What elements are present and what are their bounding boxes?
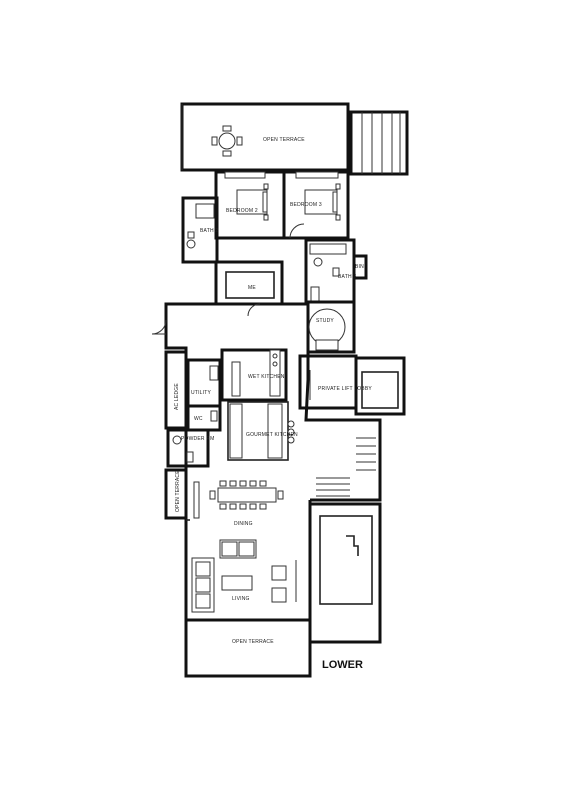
open-terrace-side-area: OPEN TERRACE — [164, 468, 188, 520]
wc-area: WC — [186, 404, 222, 432]
bath3-area: BATH 3 — [304, 238, 356, 304]
room-label-bedroom2: BEDROOM 2 — [226, 208, 258, 214]
room-label-wet-kitchen: WET KITCHEN — [248, 374, 285, 380]
living-area: LIVING — [191, 539, 297, 613]
bedroom-block: BEDROOM 2 BEDROOM 3 — [214, 170, 350, 240]
ac-ledge-area: AC LEDGE — [164, 350, 188, 430]
utility-area: UTILITY — [186, 358, 222, 408]
room-label-living: LIVING — [232, 596, 250, 602]
room-label-ac-ledge: AC LEDGE — [174, 383, 180, 410]
room-label-open-terrace-top: OPEN TERRACE — [263, 137, 305, 143]
room-label-open-terrace-side: OPEN TERRACE — [175, 470, 181, 512]
powder-room-area: POWDER RM — [166, 428, 214, 468]
room-label-bin: BIN — [355, 264, 364, 270]
open-terrace-bottom-area: OPEN TERRACE — [184, 618, 312, 678]
open-terrace-top-area: OPEN TERRACE — [180, 102, 350, 172]
me-room: ME — [214, 260, 284, 306]
outer-walls — [164, 262, 330, 678]
dining-area: DINING — [193, 480, 284, 527]
room-label-bath3: BATH 3 — [338, 274, 356, 280]
study-area: STUDY — [306, 300, 356, 354]
room-label-private-lift-lobby: PRIVATE LIFT LOBBY — [318, 386, 372, 392]
room-label-study: STUDY — [316, 318, 334, 324]
level-label: LOWER — [322, 659, 363, 671]
room-label-bath2: BATH 2 — [200, 228, 218, 234]
room-label-bedroom3: BEDROOM 3 — [290, 202, 322, 208]
bin-area: BIN — [352, 254, 368, 280]
room-label-wc: WC — [194, 416, 203, 422]
lower-right-space — [308, 502, 382, 644]
room-label-gourmet-kitchen: GOURMET KITCHEN — [246, 432, 298, 438]
staircase-top — [349, 110, 409, 176]
wet-kitchen-area: WET KITCHEN — [220, 348, 288, 402]
room-label-dining: DINING — [234, 521, 253, 527]
lift-shaft — [354, 356, 406, 416]
staircase-lower — [310, 418, 382, 502]
room-label-open-terrace-bottom: OPEN TERRACE — [232, 639, 274, 645]
room-label-me: ME — [248, 285, 256, 291]
bath2-area: BATH 2 — [181, 196, 219, 264]
room-label-powder-rm: POWDER RM — [181, 436, 214, 442]
room-label-utility: UTILITY — [191, 390, 211, 396]
gourmet-kitchen-area: GOURMET KITCHEN — [227, 401, 298, 461]
door-swings — [151, 223, 305, 335]
